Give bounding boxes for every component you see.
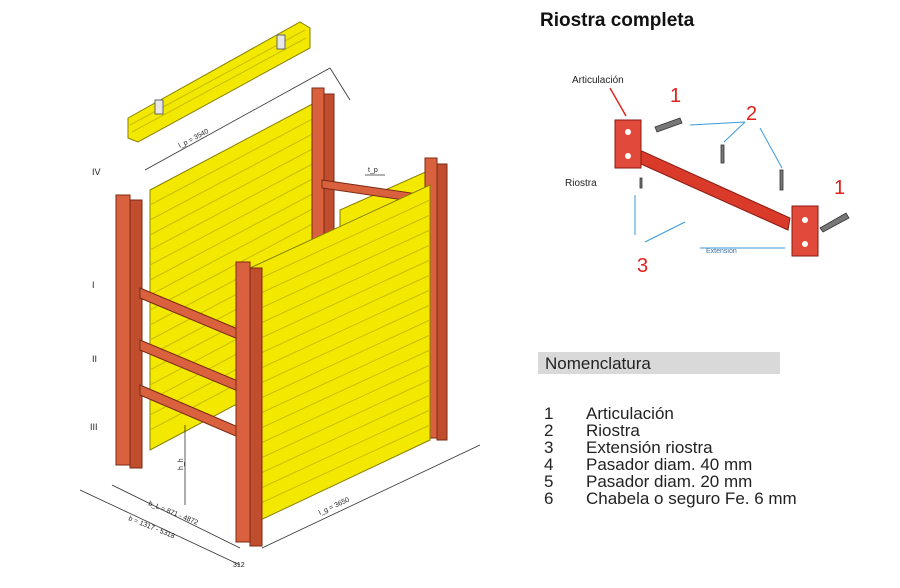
label-extension: Extensión <box>706 248 737 255</box>
callout-3: 3 <box>637 255 648 277</box>
front-posts <box>235 261 263 547</box>
page-title: Riostra completa <box>540 10 695 31</box>
label-dim-ht: h_h <box>178 458 185 470</box>
arrows <box>634 121 785 249</box>
label-dim-312: 312 <box>233 562 245 569</box>
label-dim-tp: t_p <box>368 167 378 174</box>
top-beam <box>127 21 311 143</box>
callout-1a: 1 <box>670 85 681 107</box>
shoring-drawing: IV I II III l_p = 3540 t_p h_h b_L = 871… <box>79 21 481 569</box>
label-roman-ii: II <box>92 354 97 364</box>
label-roman-i: I <box>92 280 95 290</box>
nomenclatura-header-bar <box>538 352 780 374</box>
front-wall <box>249 184 431 526</box>
strut-body <box>614 119 819 257</box>
left-posts <box>115 194 143 469</box>
nomenclatura-title: Nomenclatura <box>545 354 651 373</box>
riostra-diagram: Articulación Riostra Extensión 1 1 2 3 <box>565 75 850 277</box>
dimension-lines <box>79 67 481 566</box>
label-dim-b1: b_L = 871 - 4872 <box>147 500 199 526</box>
callouts <box>609 87 627 117</box>
label-roman-iii: III <box>90 422 98 432</box>
label-riostra: Riostra <box>565 178 597 189</box>
callout-2: 2 <box>746 103 757 125</box>
label-roman-iv: IV <box>92 167 101 177</box>
label-dim-lp: l_p = 3540 <box>178 128 210 150</box>
callout-1b: 1 <box>834 177 845 199</box>
pins <box>639 117 850 233</box>
struts <box>139 179 426 441</box>
label-articulacion: Articulación <box>572 75 624 86</box>
label-dim-b2: b = 1317 - 5318 <box>127 515 175 540</box>
